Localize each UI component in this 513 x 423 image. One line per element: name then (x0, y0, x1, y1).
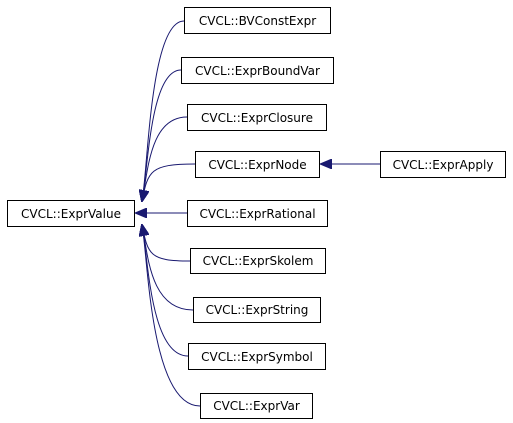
node-label: CVCL::BVConstExpr (198, 13, 317, 28)
node-label: CVCL::ExprSkolem (202, 254, 314, 268)
node-exprstring[interactable]: CVCL::ExprString (193, 297, 321, 323)
node-label: CVCL::ExprSymbol (201, 349, 313, 364)
node-exprsymbol[interactable]: CVCL::ExprSymbol (188, 343, 326, 370)
node-exprboundvar[interactable]: CVCL::ExprBoundVar (181, 57, 334, 84)
edge-exprnode-to-exprvalue (142, 163, 196, 201)
edge-exprboundvar-to-exprvalue (142, 69, 182, 201)
edge-exprvar-to-exprvalue (142, 225, 201, 407)
node-exprskolem[interactable]: CVCL::ExprSkolem (190, 248, 326, 274)
node-label: CVCL::ExprNode (208, 157, 307, 172)
node-exprnode[interactable]: CVCL::ExprNode (195, 151, 320, 178)
node-label: CVCL::ExprVar (213, 399, 300, 413)
node-label: CVCL::ExprValue (21, 206, 121, 221)
node-label: CVCL::ExprString (205, 303, 309, 317)
node-exprvar[interactable]: CVCL::ExprVar (200, 393, 313, 419)
node-label: CVCL::ExprApply (392, 157, 494, 172)
node-exprapply[interactable]: CVCL::ExprApply (380, 151, 506, 178)
node-bvconstexpr[interactable]: CVCL::BVConstExpr (184, 7, 331, 34)
node-label: CVCL::ExprRational (199, 206, 316, 221)
edge-bvconstexpr-to-exprvalue (142, 20, 185, 201)
node-exprvalue[interactable]: CVCL::ExprValue (7, 200, 135, 227)
node-exprrational[interactable]: CVCL::ExprRational (187, 200, 328, 227)
node-label: CVCL::ExprClosure (201, 110, 313, 125)
node-label: CVCL::ExprBoundVar (195, 63, 320, 78)
edge-exprstring-to-exprvalue (142, 225, 194, 311)
edge-exprskolem-to-exprvalue (142, 225, 191, 262)
node-exprclosure[interactable]: CVCL::ExprClosure (187, 104, 327, 131)
